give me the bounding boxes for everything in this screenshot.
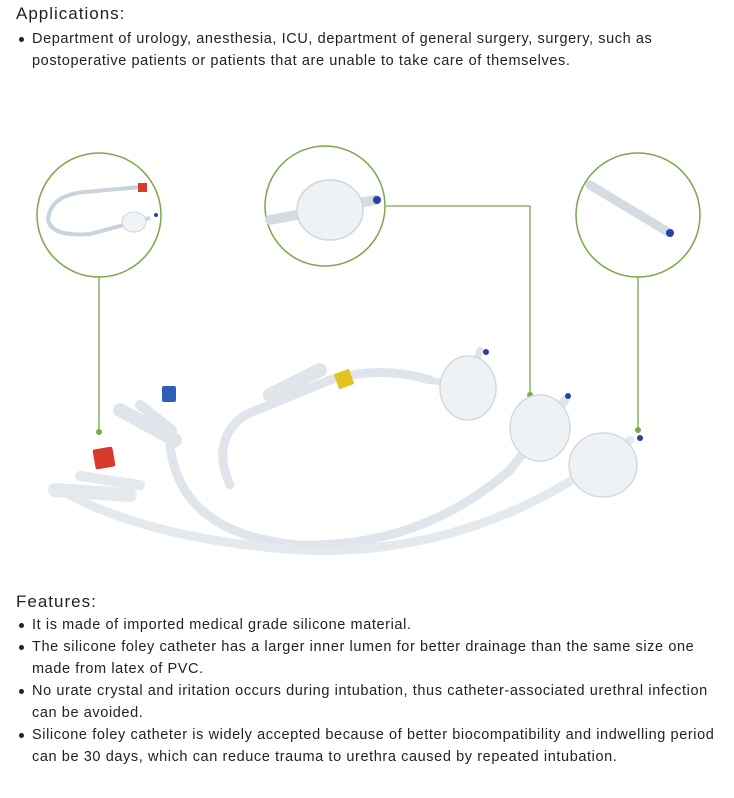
callout-connectors	[98, 205, 639, 432]
callout-overview	[36, 152, 162, 278]
catheter-bodies	[48, 346, 643, 555]
applications-heading: Applications:	[16, 4, 126, 23]
features-item: Silicone foley catheter is widely accept…	[16, 724, 728, 768]
features-list: It is made of imported medical grade sil…	[16, 614, 728, 768]
features-item: No urate crystal and iritation occurs du…	[16, 680, 728, 724]
applications-list: Department of urology, anesthesia, ICU, …	[16, 28, 728, 72]
catheter-illustration	[36, 145, 701, 555]
applications-item: Department of urology, anesthesia, ICU, …	[16, 28, 728, 72]
features-item: The silicone foley catheter has a larger…	[16, 636, 728, 680]
callout-tip	[575, 152, 701, 278]
features-heading: Features:	[16, 592, 97, 611]
features-item: It is made of imported medical grade sil…	[16, 614, 728, 636]
callout-balloon	[264, 145, 386, 267]
